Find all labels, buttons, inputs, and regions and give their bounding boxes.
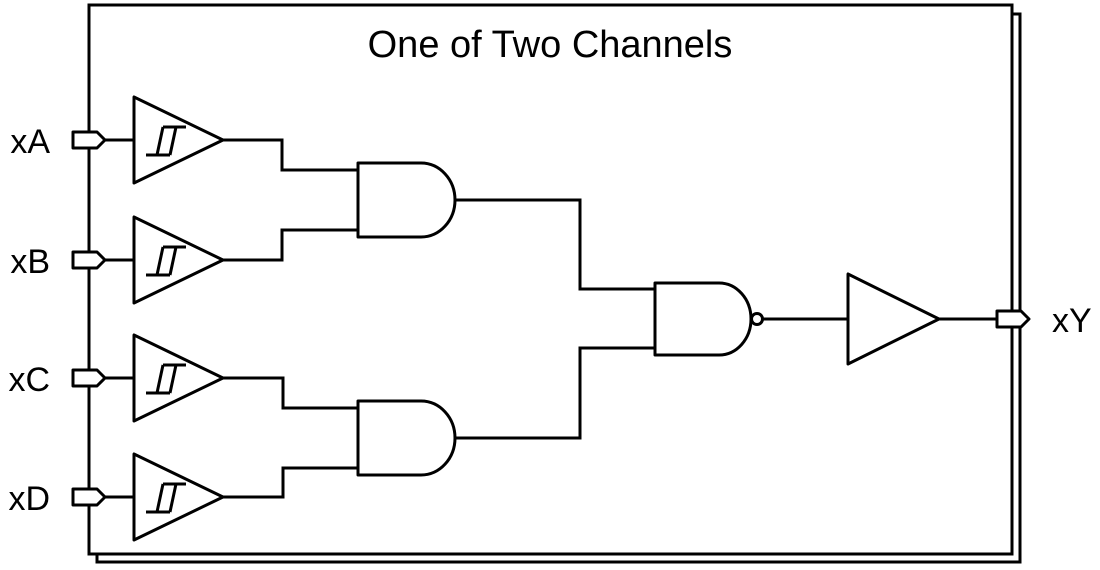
schmitt-buffer-xC [132, 333, 225, 423]
wire-and2-to-nand [455, 346, 655, 440]
wire-bufferC-to-and2 [223, 376, 358, 410]
input-port-xB-icon [71, 250, 107, 270]
wire-bufferA-to-and1 [223, 138, 358, 172]
output-label-xY: xY [1052, 302, 1092, 340]
wire-and1-to-nand [455, 198, 655, 291]
schmitt-buffer-xA [132, 95, 225, 185]
output-port-xY-icon [995, 309, 1031, 329]
diagram-title: One of Two Channels [368, 24, 733, 66]
wire-bufferD-to-and2 [223, 466, 358, 499]
and-gate-2 [356, 399, 457, 477]
schmitt-buffer-xD [132, 452, 225, 542]
input-port-xD-icon [71, 487, 107, 507]
nand-gate [653, 281, 753, 357]
input-port-xC-icon [71, 368, 107, 388]
input-label-xC: xC [8, 361, 50, 399]
input-label-xD: xD [8, 480, 50, 518]
inversion-bubble-icon [750, 312, 764, 326]
wires [100, 138, 1000, 499]
channel-box-back [95, 12, 1022, 564]
output-buffer [846, 272, 941, 366]
input-port-xA-icon [71, 130, 107, 150]
wire-bufferB-to-and1 [223, 228, 358, 262]
schmitt-buffer-xB [132, 215, 225, 305]
input-label-xB: xB [10, 243, 50, 281]
input-label-xA: xA [10, 123, 50, 161]
and-gate-1 [356, 161, 457, 239]
channel-box-front [87, 3, 1014, 556]
